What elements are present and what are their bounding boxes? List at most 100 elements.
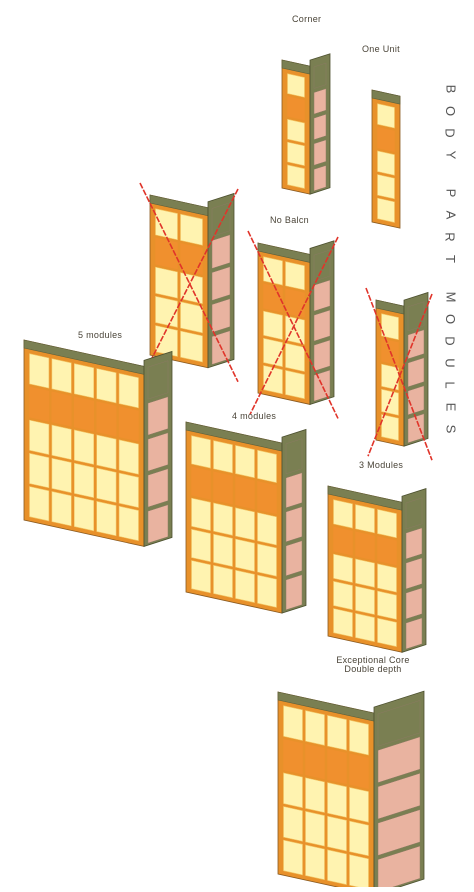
side-panel xyxy=(147,468,169,508)
label-corner: Corner xyxy=(292,14,322,24)
window-cell xyxy=(213,533,233,567)
side-panel xyxy=(313,113,327,141)
label-four-modules: 4 modules xyxy=(232,411,277,421)
window-cell xyxy=(155,237,178,270)
window-cell xyxy=(377,174,395,200)
window-cell xyxy=(235,507,255,541)
window-cell xyxy=(118,439,139,475)
title-letter: B xyxy=(442,84,458,94)
window-cell xyxy=(287,141,305,167)
window-cell xyxy=(285,288,305,318)
window-cell xyxy=(155,208,178,241)
window-cell xyxy=(118,406,139,442)
window-cell xyxy=(355,612,375,643)
side-panel xyxy=(147,504,169,544)
window-cell xyxy=(283,772,303,809)
module-exceptional-core xyxy=(277,690,425,892)
side-panel xyxy=(285,574,303,611)
window-cell xyxy=(191,466,211,500)
side-panel xyxy=(285,438,303,475)
side-panel xyxy=(211,298,231,333)
side-panel xyxy=(313,88,327,115)
side-panel xyxy=(313,279,331,312)
side-panel xyxy=(405,527,423,560)
window-cell xyxy=(96,500,117,537)
window-cell xyxy=(213,502,233,536)
title-letter: O xyxy=(443,313,458,325)
window-cell xyxy=(96,401,117,437)
side-panel xyxy=(377,736,421,783)
title-letter: D xyxy=(442,128,458,138)
window-cell xyxy=(191,560,211,594)
window-cell xyxy=(118,373,139,409)
window-cell xyxy=(305,743,325,780)
window-cell xyxy=(235,569,255,603)
window-cell xyxy=(263,283,283,313)
window-cell xyxy=(377,536,397,566)
window-cell xyxy=(327,715,347,751)
reject-cross-line xyxy=(365,287,433,461)
window-cell xyxy=(333,553,353,583)
side-panel xyxy=(405,617,423,650)
window-cell xyxy=(51,391,72,427)
window-cell xyxy=(349,719,369,756)
side-panel xyxy=(377,845,421,892)
window-cell xyxy=(263,256,283,286)
window-cell xyxy=(287,96,305,121)
window-cell xyxy=(333,499,353,529)
window-cell xyxy=(29,353,50,389)
window-cell xyxy=(29,386,50,422)
window-cell xyxy=(287,118,305,144)
window-cell xyxy=(283,806,303,842)
window-cell xyxy=(355,585,375,615)
window-cell xyxy=(74,363,94,399)
side-panel xyxy=(285,472,303,509)
window-cell xyxy=(349,787,369,823)
module-no-balcony xyxy=(247,230,339,419)
window-cell xyxy=(180,243,203,275)
window-cell xyxy=(155,325,178,357)
side-panel xyxy=(313,139,327,166)
window-cell xyxy=(155,266,178,299)
side-panel xyxy=(211,202,231,237)
title-letter: O xyxy=(443,105,458,117)
window-cell xyxy=(283,839,303,876)
window-cell xyxy=(377,617,397,647)
window-cell xyxy=(74,396,94,432)
reject-cross-line xyxy=(139,182,239,383)
window-cell xyxy=(327,782,347,818)
window-cell xyxy=(213,564,233,599)
window-cell xyxy=(235,445,255,479)
label-one-unit: One Unit xyxy=(362,44,400,54)
top-cap xyxy=(371,89,401,105)
window-cell xyxy=(355,558,375,588)
window-cell xyxy=(74,462,94,499)
window-cell xyxy=(285,261,305,291)
window-cell xyxy=(333,526,353,556)
window-cell xyxy=(355,504,375,534)
title-letter: A xyxy=(442,210,458,220)
window-cell xyxy=(180,330,203,363)
window-cell xyxy=(29,486,50,522)
window-cell xyxy=(180,301,203,334)
title-letter: R xyxy=(442,232,458,242)
window-cell xyxy=(191,435,211,469)
window-cell xyxy=(355,531,375,561)
window-cell xyxy=(191,528,211,563)
reject-cross-line xyxy=(249,236,339,415)
window-cell xyxy=(377,126,395,153)
window-cell xyxy=(263,310,283,340)
label-exceptional-core-text: Exceptional Core Double depth xyxy=(336,655,410,674)
window-cell xyxy=(180,213,203,246)
label-three-modules: 3 Modules xyxy=(359,460,404,470)
window-cell xyxy=(349,753,369,789)
side-panel xyxy=(407,385,425,416)
reject-cross-line xyxy=(247,230,339,419)
title-letter: L xyxy=(442,381,458,389)
side-panel xyxy=(313,249,331,282)
window-cell xyxy=(118,472,139,508)
window-cell xyxy=(29,419,50,455)
window-cell xyxy=(257,481,277,515)
